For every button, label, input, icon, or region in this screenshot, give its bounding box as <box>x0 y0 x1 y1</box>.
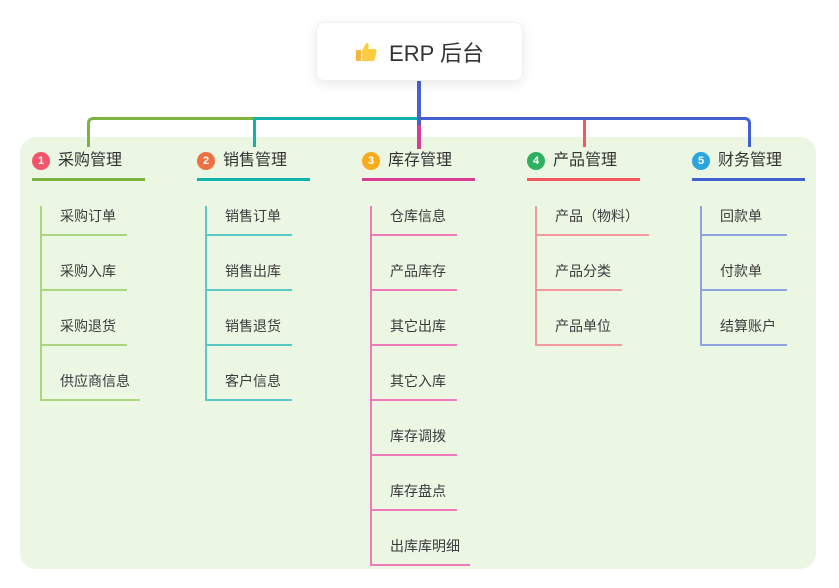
branch-number-badge: 4 <box>527 152 545 170</box>
connector-branch4-dropper <box>583 120 586 147</box>
branch-purchase-management: 1 采购管理 采购订单采购入库采购退货供应商信息 <box>32 150 145 401</box>
branch-product-management: 4 产品管理 产品（物料） 产品分类产品单位 <box>527 150 649 346</box>
mindmap-item-node[interactable]: 库存调拨 <box>372 426 457 456</box>
branch-finance-management: 5 财务管理 回款单付款单结算账户 <box>692 150 805 346</box>
branch-title-sales[interactable]: 2 销售管理 <box>197 150 310 181</box>
mindmap-item-node[interactable]: 仓库信息 <box>372 206 457 236</box>
branch-items-finance: 回款单付款单结算账户 <box>700 206 805 346</box>
thumbs-up-icon <box>356 42 377 61</box>
branch-items-sales: 销售订单销售出库销售退货客户信息 <box>205 206 310 401</box>
connector-branch1-elbow <box>87 117 253 147</box>
mindmap-item-node[interactable]: 产品（物料） <box>537 206 649 236</box>
branch-title-inventory[interactable]: 3 库存管理 <box>362 150 475 181</box>
branch-label: 销售管理 <box>223 152 288 169</box>
root-node-erp-backend[interactable]: ERP 后台 <box>316 22 523 81</box>
mindmap-item-node[interactable]: 其它入库 <box>372 371 457 401</box>
branch-title-finance[interactable]: 5 财务管理 <box>692 150 805 181</box>
mindmap-item-node[interactable]: 结算账户 <box>702 316 787 346</box>
branch-items-product: 产品（物料） 产品分类产品单位 <box>535 206 649 346</box>
mindmap-item-node[interactable]: 产品分类 <box>537 261 622 291</box>
mindmap-item-node[interactable]: 回款单 <box>702 206 787 236</box>
branch-inventory-management: 3 库存管理 仓库信息产品库存其它出库其它入库库存调拨库存盘点出库库明细 <box>362 150 475 566</box>
connector-branch2-dropper <box>253 117 256 147</box>
branch-title-product[interactable]: 4 产品管理 <box>527 150 640 181</box>
branch-label: 产品管理 <box>553 152 618 169</box>
mindmap-item-node[interactable]: 销售退货 <box>207 316 292 346</box>
connector-branch5-elbow <box>421 117 751 147</box>
connector-branch2-horizontal <box>253 117 417 120</box>
branch-number-badge: 3 <box>362 152 380 170</box>
branch-label: 财务管理 <box>718 152 783 169</box>
mindmap-item-node[interactable]: 销售出库 <box>207 261 292 291</box>
mindmap-item-node[interactable]: 采购入库 <box>42 261 127 291</box>
branch-number-badge: 2 <box>197 152 215 170</box>
connector-root-vertical <box>417 80 421 125</box>
branch-label: 采购管理 <box>58 152 123 169</box>
mindmap-item-node[interactable]: 采购订单 <box>42 206 127 236</box>
branch-items-purchase: 采购订单采购入库采购退货供应商信息 <box>40 206 145 401</box>
branch-label: 库存管理 <box>388 152 453 169</box>
mindmap-item-node[interactable]: 销售订单 <box>207 206 292 236</box>
branch-items-inventory: 仓库信息产品库存其它出库其它入库库存调拨库存盘点出库库明细 <box>370 206 475 566</box>
mindmap-item-node[interactable]: 付款单 <box>702 261 787 291</box>
mindmap-item-node[interactable]: 采购退货 <box>42 316 127 346</box>
branch-number-badge: 5 <box>692 152 710 170</box>
mindmap-background-panel <box>20 137 816 569</box>
branch-sales-management: 2 销售管理 销售订单销售出库销售退货客户信息 <box>197 150 310 401</box>
mindmap-item-node[interactable]: 产品库存 <box>372 261 457 291</box>
mindmap-item-node[interactable]: 产品单位 <box>537 316 622 346</box>
root-node-label: ERP 后台 <box>389 40 484 66</box>
mindmap-item-node[interactable]: 库存盘点 <box>372 481 457 511</box>
branch-number-badge: 1 <box>32 152 50 170</box>
connector-branch3-dropper <box>417 125 421 149</box>
mindmap-item-node[interactable]: 客户信息 <box>207 371 292 401</box>
mindmap-item-node[interactable]: 其它出库 <box>372 316 457 346</box>
mindmap-item-node[interactable]: 供应商信息 <box>42 371 140 401</box>
branch-title-purchase[interactable]: 1 采购管理 <box>32 150 145 181</box>
mindmap-item-node[interactable]: 出库库明细 <box>372 536 470 566</box>
